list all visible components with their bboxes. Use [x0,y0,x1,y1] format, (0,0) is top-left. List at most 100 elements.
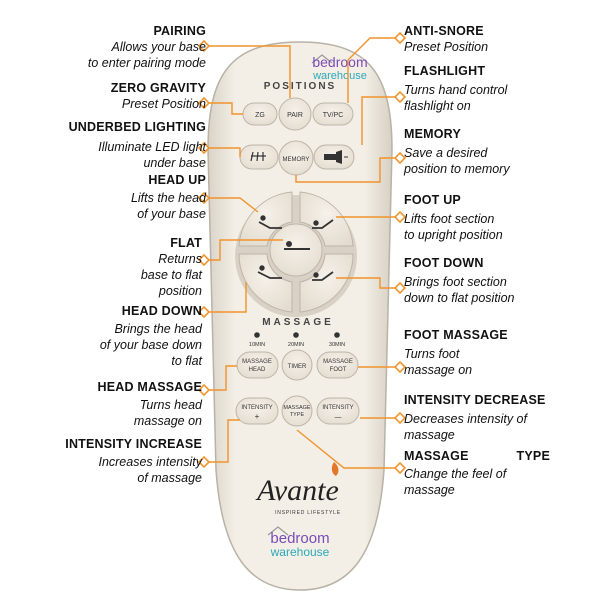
intensity-inc-title: INTENSITY INCREASE [65,437,202,451]
leader-flat [204,239,283,261]
label-massage-type: MASSAGE TYPE Change the feel of massage [404,449,550,498]
massage-heading: MASSAGE [262,317,334,328]
massage-type-button[interactable]: MASSAGE TYPE [281,395,313,427]
brand-logo: Avante INSPIRED LIFESTYLE [255,462,340,516]
leader-memory [295,157,400,183]
svg-text:INTENSITY: INTENSITY [322,405,353,411]
massage-foot-button[interactable]: MASSAGE FOOT [316,351,359,379]
flat-desc-3: position [158,284,202,298]
label-head-down: HEAD DOWN Brings the head of your base d… [2,304,202,369]
label-head-up: HEAD UP Lifts the head of your base [6,173,206,222]
flat-icon [284,241,310,250]
pairing-desc-2: to enter pairing mode [87,56,206,70]
zg-button[interactable]: ZG [242,102,278,126]
position-cluster [235,191,357,317]
svg-text:TYPE: TYPE [290,412,305,418]
label-zero-gravity: ZERO GRAVITY Preset Position [6,81,206,112]
tvpc-button[interactable]: TV/PC [312,102,354,126]
flashlight-desc-2: flashlight on [404,99,471,113]
intensity-decrease-button[interactable]: INTENSITY — [316,397,360,425]
intensity-dec-desc-2: massage [404,428,455,442]
led-light-icon [250,151,266,162]
foot-up-title: FOOT UP [404,193,461,207]
massage-type-desc-2: massage [404,483,455,497]
flat-button[interactable] [269,223,323,277]
zero-gravity-desc: Preset Position [121,97,206,111]
foot-down-icon [312,271,334,281]
flashlight-icon [324,150,348,164]
head-down-desc-1: Brings the head [114,322,202,336]
leader-head-up [204,197,259,213]
head-massage-desc-1: Turns head [139,398,202,412]
head-up-icon [258,215,282,229]
svg-text:ZG: ZG [255,112,265,119]
massage-type-title: MASSAGE TYPE [404,449,550,464]
leader-flashlight [361,96,400,145]
memory-desc-2: position to memory [404,162,510,176]
foot-down-desc-1: Brings foot section [404,275,507,289]
head-down-desc-2: of your base down [99,338,202,352]
label-flat: FLAT Returns base to flat position [2,236,202,299]
intensity-dec-desc-1: Decreases intensity of [404,412,527,426]
massage-type-title-1: MASSAGE [404,449,469,463]
label-underbed-lighting: UNDERBED LIGHTING Illuminate LED light u… [6,120,206,171]
intensity-increase-button[interactable]: INTENSITY + [235,397,279,425]
foot-down-title: FOOT DOWN [404,256,484,270]
foot-up-button[interactable] [299,191,354,247]
massage-type-desc-1: Change the feel of [404,467,507,481]
memory-desc-1: Save a desired [404,146,488,160]
leader-head-massage [204,365,237,391]
label-foot-massage: FOOT MASSAGE Turns foot massage on [404,328,594,378]
intensity-dec-title: INTENSITY DECREASE [404,393,546,407]
head-up-title: HEAD UP [148,173,206,187]
watermark-bottom: bedroom warehouse [267,526,330,559]
head-down-icon [257,265,282,279]
head-massage-desc-2: massage on [133,414,202,428]
label-pairing: PAIRING Allows your base to enter pairin… [6,24,206,71]
pairing-title: PAIRING [153,24,206,38]
foot-massage-desc-2: massage on [404,363,473,377]
watermark-bottom-bedroom: bedroom [270,530,329,547]
svg-text:FOOT: FOOT [330,367,347,373]
intensity-inc-desc-2: of massage [137,471,202,485]
svg-text:TV/PC: TV/PC [323,112,344,119]
watermark-bottom-warehouse: warehouse [270,545,330,559]
svg-text:MEMORY: MEMORY [283,157,310,163]
flashlight-title: FLASHLIGHT [404,64,486,78]
flat-title: FLAT [170,236,202,250]
positions-heading: POSITIONS [264,81,336,92]
leader-massage-type [296,429,400,469]
head-up-desc-2: of your base [137,207,206,221]
label-foot-down: FOOT DOWN Brings foot section down to fl… [404,256,594,306]
memory-button[interactable]: MEMORY [278,140,314,176]
foot-up-icon [312,219,334,229]
head-up-desc-1: Lifts the head [130,191,206,205]
foot-up-desc-2: to upright position [404,228,503,242]
head-down-title: HEAD DOWN [121,304,202,318]
timer-20-indicator [293,332,299,338]
svg-text:MASSAGE: MASSAGE [242,359,272,365]
flat-desc-2: base to flat [140,268,202,282]
anti-snore-title: ANTI-SNORE [404,24,484,38]
svg-text:INTENSITY: INTENSITY [241,405,272,411]
head-down-button[interactable] [238,253,293,313]
leader-head-down [204,282,247,313]
massage-head-button[interactable]: MASSAGE HEAD [236,351,279,379]
timer-button[interactable]: TIMER [281,349,313,381]
label-foot-up: FOOT UP Lifts foot section to upright po… [404,193,594,243]
label-memory: MEMORY Save a desired position to memory [404,127,594,177]
foot-down-button[interactable] [299,253,354,313]
foot-down-desc-2: down to flat position [404,291,515,305]
pair-button[interactable]: PAIR [278,97,312,131]
massage-type-title-2: TYPE [516,449,550,463]
label-head-massage: HEAD MASSAGE Turns head massage on [2,380,203,429]
flashlight-button[interactable] [313,144,355,170]
underbed-light-button[interactable] [239,144,279,170]
head-down-desc-3: to flat [171,354,202,368]
watermark-top-warehouse: warehouse [312,70,367,82]
head-massage-title: HEAD MASSAGE [97,380,202,394]
svg-text:HEAD: HEAD [249,367,266,373]
svg-text:TIMER: TIMER [288,364,307,370]
watermark-top-bedroom: bedroom [312,54,367,70]
